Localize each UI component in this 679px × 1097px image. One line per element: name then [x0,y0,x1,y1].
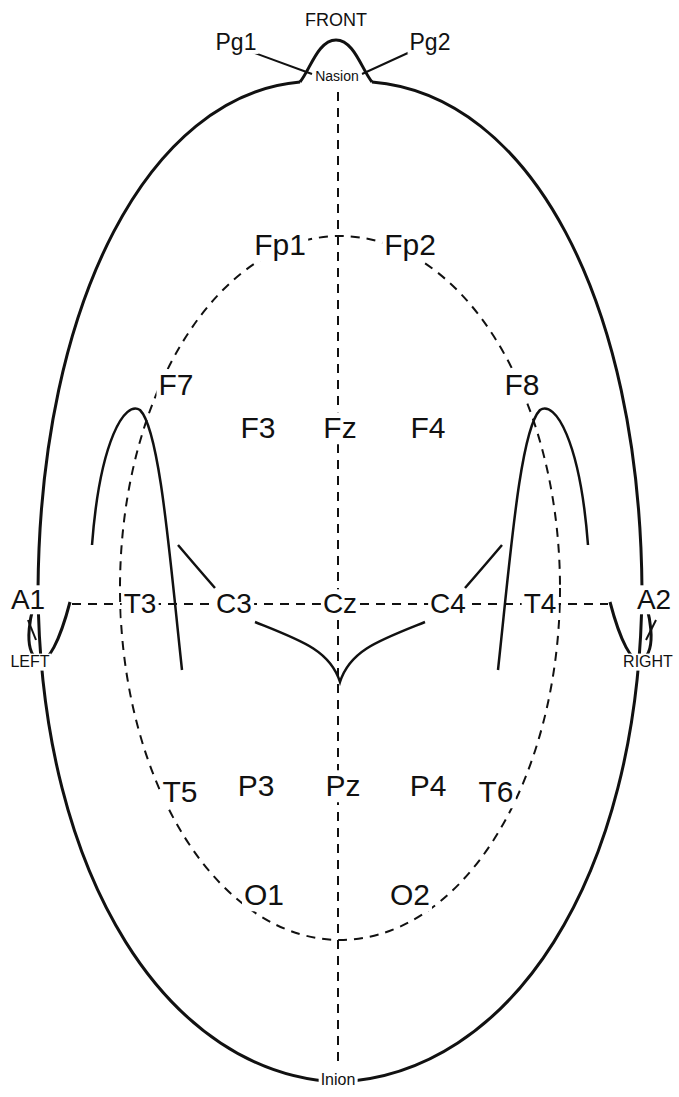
electrode-label: F4 [408,412,447,444]
electrode-label: Fp1 [252,229,308,261]
midline [337,92,339,1066]
pg1-leader [252,52,312,74]
electrode-label: C3 [214,589,254,618]
side-label: RIGHT [621,654,675,671]
electrode-label: A2 [635,585,673,614]
electrode-label: Fz [321,412,358,444]
electrode-label: T3 [122,589,159,618]
pg2-leader [362,52,410,74]
electrode-label: P3 [236,770,277,802]
electrode-label: T4 [522,589,559,618]
head-contour [38,82,642,1082]
electrode-label: P4 [408,770,449,802]
landmark-label: Nasion [313,69,361,84]
measurement-lines [72,92,608,1066]
electrode-label: F3 [238,412,277,444]
electrode-label: C4 [428,589,468,618]
a1-leader [28,620,36,640]
electrode-label: Cz [321,589,359,618]
a2-leader [646,620,656,640]
electrode-label: T6 [476,776,515,808]
central-v-line [255,622,425,682]
electrode-label: T5 [160,776,199,808]
sulcus-lines [92,409,588,682]
leader-lines [28,52,656,640]
electrode-label: F8 [502,369,541,401]
electrode-label: A1 [9,585,47,614]
side-label: LEFT [8,654,51,671]
electrode-label: Pz [323,770,362,802]
right-sylvian-line [498,409,588,670]
landmark-label: Inion [319,1072,358,1089]
right-central-line [465,545,502,588]
electrode-label: F7 [156,369,195,401]
electrode-label: O1 [242,879,286,911]
electrode-label: O2 [388,879,432,911]
head-outline [29,40,651,1082]
electrode-label: Fp2 [382,229,438,261]
left-sylvian-line [92,409,182,670]
left-central-line [178,545,215,588]
circumference-line [120,236,560,940]
electrode-label: Pg2 [408,30,453,54]
direction-label: FRONT [303,11,369,30]
electrode-label: Pg1 [214,30,259,54]
